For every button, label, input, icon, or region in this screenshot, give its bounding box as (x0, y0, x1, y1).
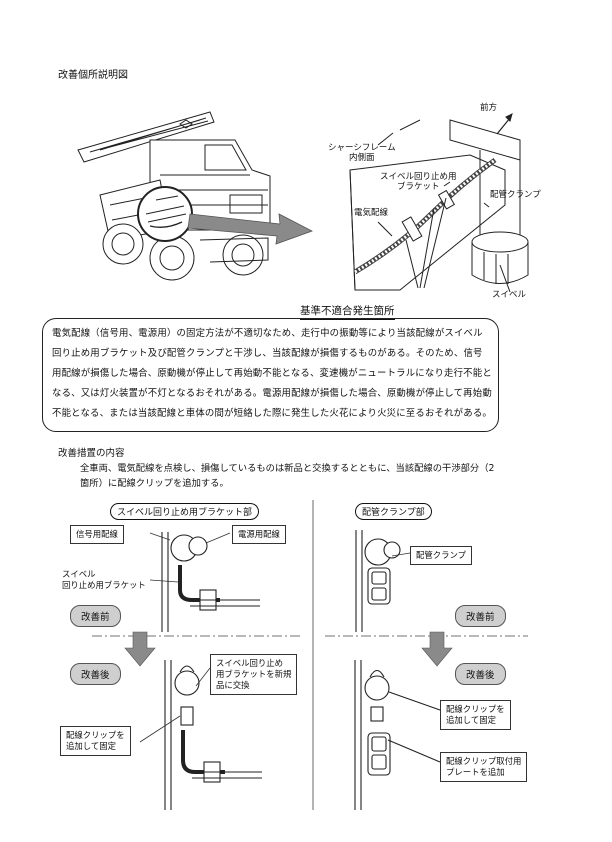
left-after-badge: 改善後 (70, 663, 121, 685)
description-frame (42, 318, 499, 432)
label-electric-wiring: 電気配線 (354, 208, 389, 218)
crane-truck-illustration (77, 111, 271, 281)
right-before-badge: 改善前 (455, 605, 506, 627)
right-panel-header: 配管クランプ部 (355, 503, 432, 520)
label-swivel-stop-bracket: スイベル回り止め用 ブラケット (380, 172, 457, 193)
label-forward: 前方 (480, 103, 498, 113)
detail-diagram (349, 113, 529, 293)
left-before-drawing (161, 532, 260, 632)
label-left-add-clip: 配線クリップを 追加して固定 (60, 726, 131, 756)
left-panel-header: スイベル回り止め用ブラケット部 (110, 503, 260, 520)
label-swivel: スイベル (492, 290, 527, 300)
label-right-add-clip: 配線クリップを 追加して固定 (440, 700, 511, 730)
label-pipe-clamp: 配管クランプ (490, 190, 541, 200)
label-power-wire: 電源用配線 (232, 525, 286, 544)
pointer-arrow (187, 213, 313, 245)
down-arrow-left (124, 631, 156, 667)
measures-body: 全車両、電気配線を点検し、損傷しているものは新品と交換するとともに、当該配線の干… (80, 463, 495, 489)
label-add-plate: 配線クリップ取付用 プレートを追加 (440, 752, 528, 782)
nonconformity-label: 基準不適合発生箇所 (300, 303, 395, 320)
label-swivel-bracket: スイベル 回り止め用ブラケット (62, 569, 146, 590)
page-title: 改善個所説明図 (58, 70, 128, 81)
label-chassis-frame: シャーシフレーム 内側面 (328, 143, 396, 164)
right-before-drawing (355, 530, 401, 632)
label-right-pipe-clamp: 配管クランプ (410, 546, 472, 565)
description-text: 電気配線（信号用、電源用）の固定方法が不適切なため、走行中の振動等により当該配線… (52, 328, 492, 419)
left-after-drawing (164, 660, 262, 810)
right-after-badge: 改善後 (455, 663, 506, 685)
label-signal-wire: 信号用配線 (70, 525, 124, 544)
label-replace-bracket: スイベル回り止め 用ブラケットを新規 品に交換 (210, 654, 298, 695)
right-after-drawing (354, 660, 441, 810)
measures-title: 改善措置の内容 (58, 448, 125, 459)
down-arrow-right (421, 631, 453, 667)
left-before-badge: 改善前 (70, 605, 121, 627)
